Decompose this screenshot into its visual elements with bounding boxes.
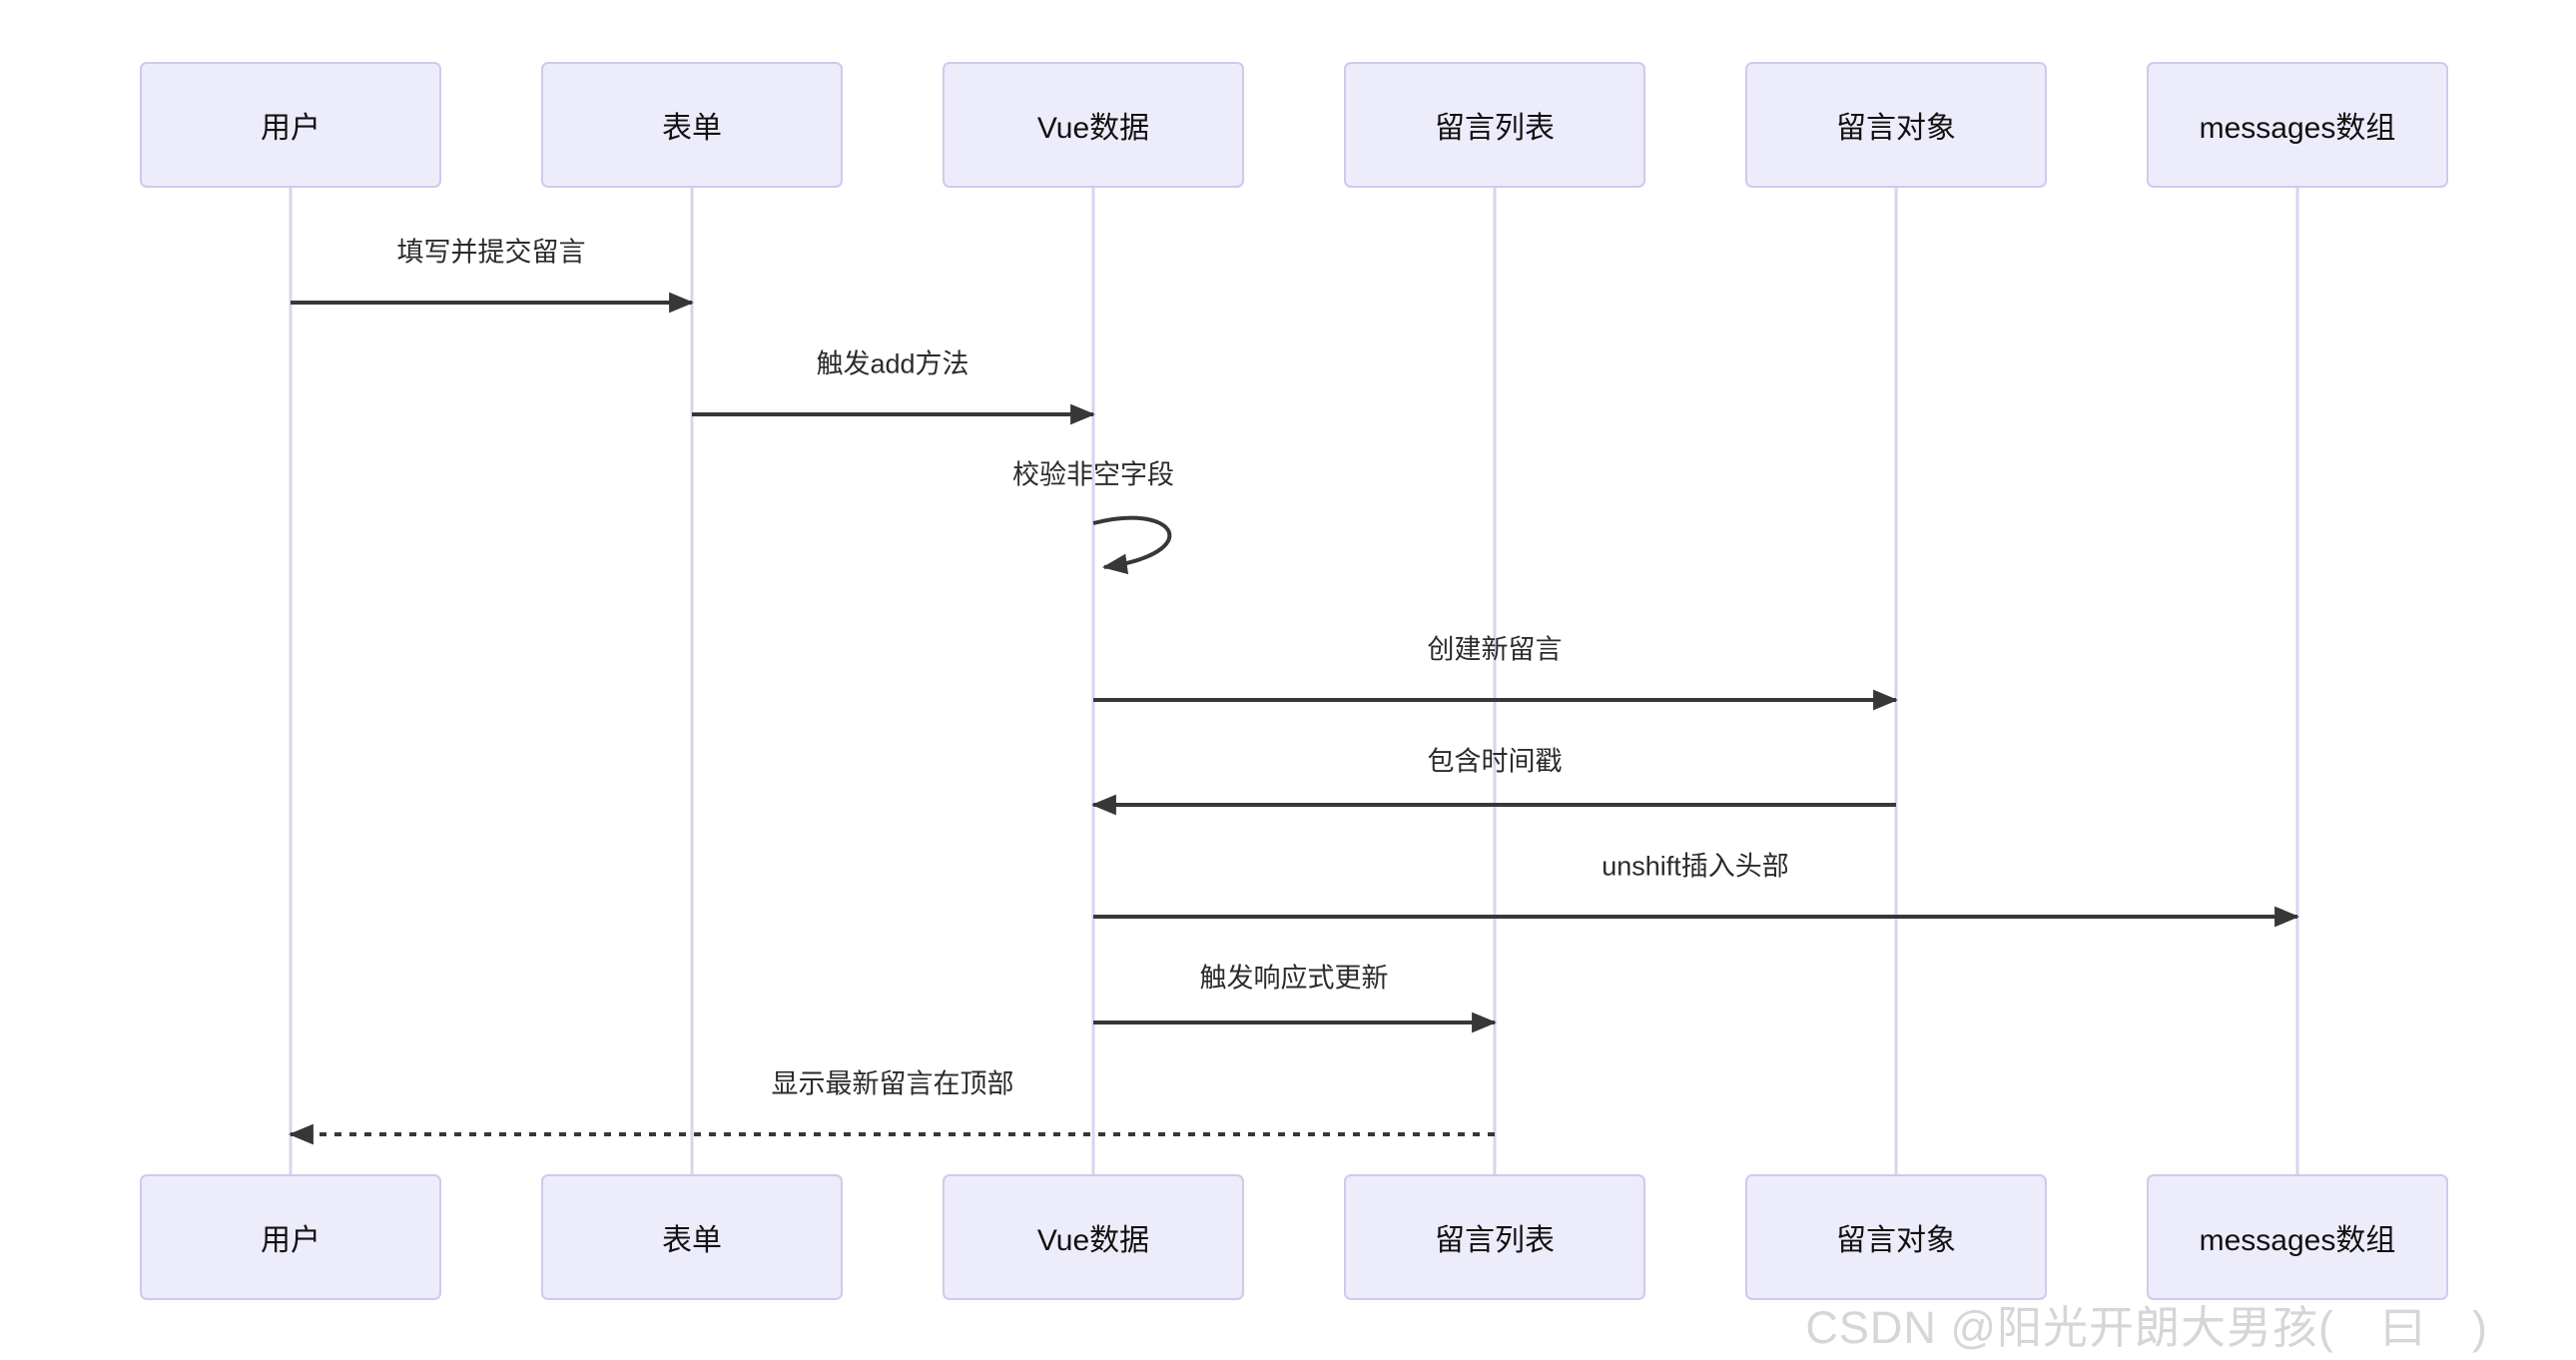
actor-top-message-list: 留言列表 (1344, 62, 1645, 188)
watermark-text: CSDN @阳光开朗大男孩( 曰 ) (1805, 1302, 2488, 1353)
message-label-create-message: 创建新留言 (1427, 634, 1563, 665)
actor-top-user: 用户 (140, 62, 441, 188)
actor-bottom-form: 表单 (541, 1174, 843, 1300)
message-label-reactive-update: 触发响应式更新 (1199, 963, 1389, 994)
actor-bottom-messages-array: messages数组 (2147, 1174, 2448, 1300)
message-label-fill-submit: 填写并提交留言 (396, 237, 586, 268)
actor-label: 用户 (261, 1224, 321, 1257)
actor-label: 留言列表 (1435, 1224, 1555, 1257)
actor-label: Vue数据 (1036, 112, 1150, 145)
actor-label: messages数组 (2199, 112, 2396, 145)
message-label-show-latest: 显示最新留言在顶部 (771, 1068, 1014, 1099)
actor-label: 表单 (662, 112, 722, 145)
message-label-trigger-add: 触发add方法 (816, 348, 969, 379)
actor-top-form: 表单 (541, 62, 843, 188)
self-loop-arrow-validate (1092, 515, 1172, 575)
actor-top-message-object: 留言对象 (1745, 62, 2047, 188)
actor-label: 用户 (261, 112, 321, 145)
actor-bottom-user: 用户 (140, 1174, 441, 1300)
actor-label: 留言对象 (1836, 112, 1956, 145)
actor-label: 表单 (662, 1224, 722, 1257)
message-label-with-timestamp: 包含时间戳 (1427, 746, 1563, 777)
actor-top-vue-data: Vue数据 (943, 62, 1244, 188)
message-label-unshift-head: unshift插入头部 (1602, 851, 1789, 882)
actor-bottom-message-list: 留言列表 (1344, 1174, 1645, 1300)
actor-label: messages数组 (2199, 1224, 2396, 1257)
actor-bottom-vue-data: Vue数据 (943, 1174, 1244, 1300)
message-label-validate: 校验非空字段 (1012, 459, 1174, 490)
actor-bottom-message-object: 留言对象 (1745, 1174, 2047, 1300)
actor-label: 留言列表 (1435, 112, 1555, 145)
actor-label: Vue数据 (1036, 1224, 1150, 1257)
actor-top-messages-array: messages数组 (2147, 62, 2448, 188)
actor-label: 留言对象 (1836, 1224, 1956, 1257)
